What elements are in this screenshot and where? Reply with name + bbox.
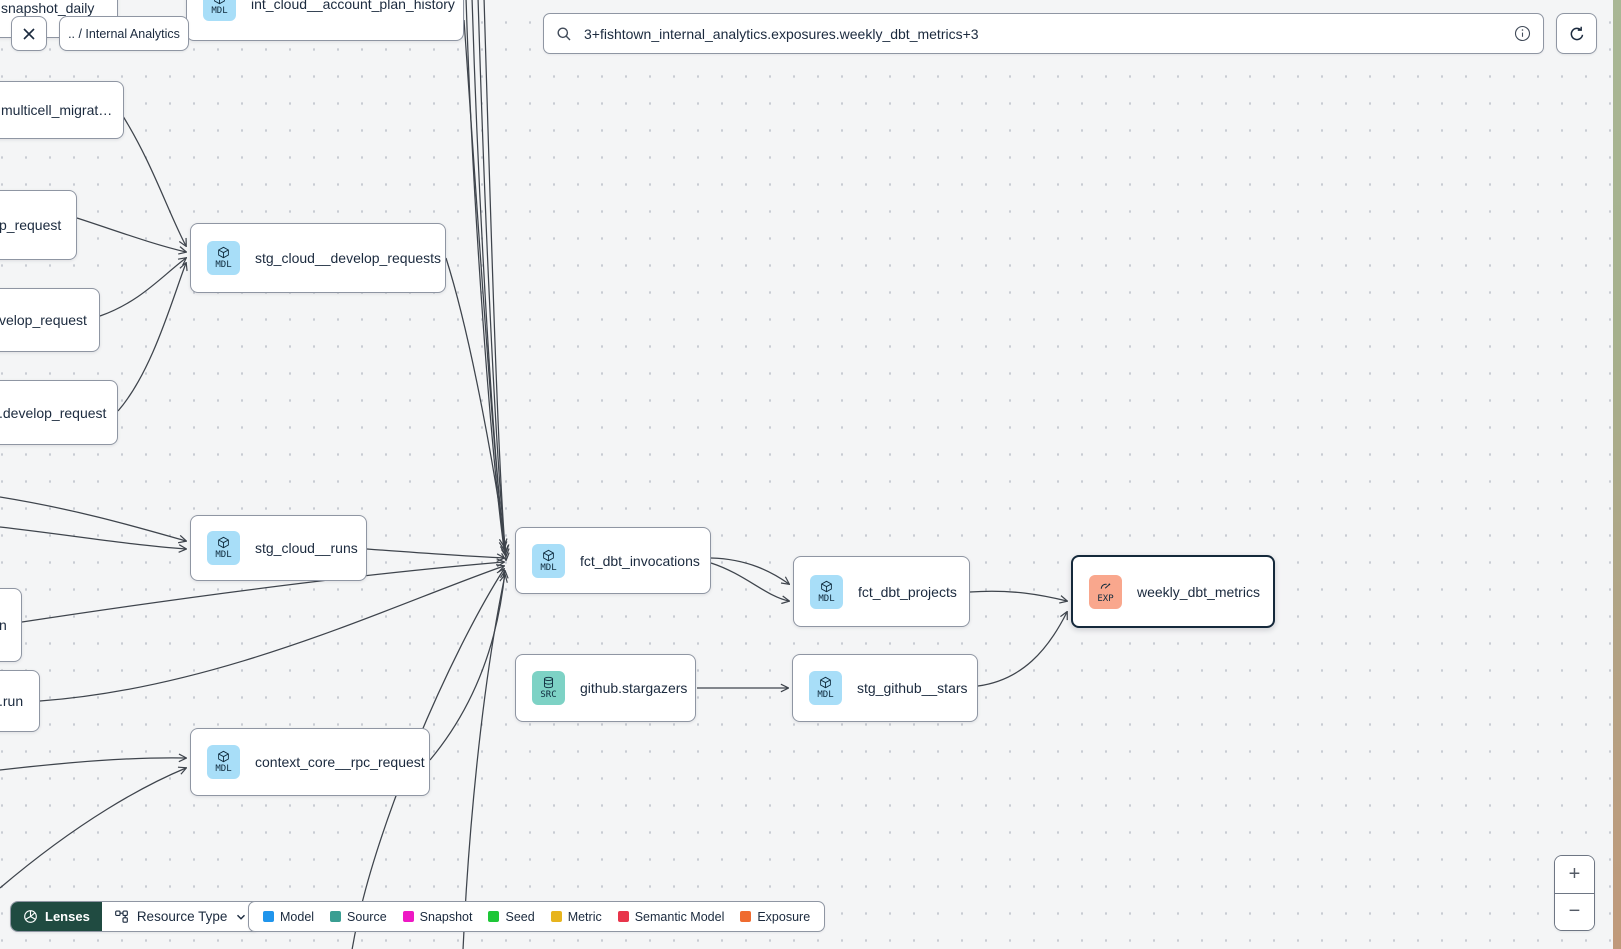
resource-type-label: Resource Type — [136, 909, 228, 924]
node-n_partial[interactable]: n — [0, 588, 22, 662]
close-icon — [22, 27, 36, 41]
search-input[interactable] — [582, 24, 1504, 43]
edge-velop_request-to-stg_cloud__develop_requests — [99, 258, 186, 317]
legend-label: Metric — [567, 909, 602, 924]
resource-icon — [1099, 580, 1112, 593]
lenses-icon — [23, 909, 38, 924]
legend-item-source: Source — [330, 910, 387, 924]
resource-type-badge: MDL — [810, 574, 843, 609]
node-stg_github__stars[interactable]: MDL stg_github__stars — [792, 654, 978, 722]
desktop-wallpaper-strip — [1613, 0, 1621, 949]
legend-item-metric: Metric — [550, 909, 602, 924]
resource-icon — [542, 676, 555, 689]
resource-type-dropdown[interactable]: Resource Type — [101, 902, 260, 931]
zoom-out-button[interactable]: − — [1555, 892, 1594, 930]
resource-icon — [217, 750, 230, 763]
resource-type-badge: EXP — [1089, 574, 1122, 609]
breadcrumb[interactable]: .. / Internal Analytics — [59, 16, 189, 51]
node-stg_cloud__runs[interactable]: MDL stg_cloud__runs — [190, 515, 367, 581]
resource-type-badge: SRC — [532, 671, 565, 705]
legend-label: Seed — [505, 909, 535, 924]
legend-label: Semantic Model — [634, 909, 725, 924]
node-github.stargazers[interactable]: SRC github.stargazers — [515, 654, 696, 722]
resource-icon — [213, 0, 226, 5]
refresh-icon — [1568, 25, 1586, 43]
legend-label: Exposure — [757, 909, 811, 924]
node-multicell_migrat[interactable]: multicell_migrat… — [0, 81, 124, 139]
legend-swatch — [263, 911, 274, 922]
legend-swatch — [488, 911, 500, 922]
legend-label: Model — [280, 909, 315, 924]
legend-item-seed: Seed — [488, 909, 535, 924]
lenses-button[interactable]: Lenses — [11, 902, 102, 931]
edge-stg_cloud__develop_requests-to-fct_dbt_invocations — [445, 257, 506, 552]
resource-icon — [819, 676, 832, 689]
node-run_partial[interactable]: .run — [0, 670, 40, 732]
edge-fct_dbt_invocations-to-fct_dbt_projects — [710, 562, 789, 601]
resource-type-badge: MDL — [809, 671, 842, 705]
node-p_request[interactable]: p_request — [0, 190, 77, 260]
node-weekly_dbt_metrics[interactable]: EXP weekly_dbt_metrics — [1071, 555, 1275, 628]
edge-context_core__rpc_request-to-fct_dbt_invocations — [429, 571, 505, 761]
legend-item-snapshot: Snapshot — [402, 909, 473, 924]
edge-offscreen-top-to-fct_dbt_invocations — [483, 0, 506, 560]
edge-offscreen-left-to-stg_cloud__runs — [0, 496, 186, 541]
node-fct_dbt_invocations[interactable]: MDL fct_dbt_invocations — [515, 527, 711, 594]
legend-swatch — [740, 911, 752, 922]
edge-p_request-to-stg_cloud__develop_requests — [76, 217, 186, 252]
resource-type-icon — [114, 909, 129, 924]
zoom-in-button[interactable]: + — [1555, 856, 1594, 893]
legend-swatch — [330, 911, 342, 922]
edge-fct_dbt_projects-to-weekly_dbt_metrics — [969, 590, 1067, 601]
edge-offscreen-left-to-context_core__rpc_request — [0, 768, 186, 889]
search-icon — [556, 26, 572, 42]
lenses-label: Lenses — [45, 909, 90, 924]
node-develop_request[interactable]: .develop_request — [0, 380, 118, 445]
refresh-button[interactable] — [1556, 13, 1597, 54]
resource-type-badge: MDL — [207, 745, 240, 779]
node-stg_cloud__develop_requests[interactable]: MDL stg_cloud__develop_requests — [190, 223, 446, 293]
resource-icon — [542, 549, 555, 562]
edge-fct_dbt_invocations-to-fct_dbt_projects — [710, 557, 789, 584]
resource-type-legend: Model Source Snapshot Seed Metric Semantic Mo… — [248, 901, 826, 932]
resource-type-badge: MDL — [203, 0, 236, 21]
resource-icon — [217, 246, 230, 259]
edge-n_partial-to-fct_dbt_invocations — [21, 562, 504, 623]
legend-item-semantic-model: Semantic Model — [617, 909, 725, 924]
edge-run_partial-to-fct_dbt_invocations — [39, 566, 504, 702]
breadcrumb-label: .. / Internal Analytics — [68, 26, 180, 41]
edge-offscreen-left-to-stg_cloud__runs — [0, 526, 186, 549]
edge-offscreen-top-to-fct_dbt_invocations — [477, 0, 506, 556]
edge-int_cloud__account_plan_history-to-fct_dbt_invocations — [463, 19, 504, 546]
edge-develop_request-to-stg_cloud__develop_requests — [117, 263, 186, 412]
resource-icon — [820, 580, 833, 593]
legend-swatch — [550, 911, 562, 922]
chevron-down-icon — [235, 911, 247, 923]
close-button[interactable] — [11, 16, 47, 51]
search-bar[interactable] — [543, 13, 1544, 54]
edge-offscreen-left-to-context_core__rpc_request — [0, 758, 186, 771]
legend-swatch — [402, 911, 414, 922]
resource-icon — [217, 536, 230, 549]
node-int_cloud__account_plan_history[interactable]: MDL int_cloud__account_plan_history — [186, 0, 464, 41]
resource-type-badge: MDL — [207, 241, 240, 275]
info-icon[interactable] — [1514, 25, 1531, 42]
legend-item-exposure: Exposure — [740, 910, 810, 924]
resource-type-badge: MDL — [207, 531, 240, 565]
edge-stg_github__stars-to-weekly_dbt_metrics — [977, 612, 1067, 687]
node-fct_dbt_projects[interactable]: MDL fct_dbt_projects — [793, 556, 970, 627]
zoom-controls: + − — [1554, 855, 1595, 931]
resource-type-badge: MDL — [532, 543, 565, 578]
node-context_core__rpc_request[interactable]: MDL context_core__rpc_request — [190, 728, 430, 796]
edge-multicell_migrat-to-stg_cloud__develop_requests — [120, 112, 186, 246]
legend-label: Source — [347, 909, 387, 924]
legend-item-model: Model — [263, 910, 314, 924]
legend-label: Snapshot — [419, 909, 473, 924]
node-velop_request[interactable]: velop_request — [0, 288, 100, 352]
lenses-group: Lenses Resource Type — [10, 901, 261, 932]
edge-stg_cloud__runs-to-fct_dbt_invocations — [366, 548, 504, 558]
legend-swatch — [617, 911, 629, 922]
